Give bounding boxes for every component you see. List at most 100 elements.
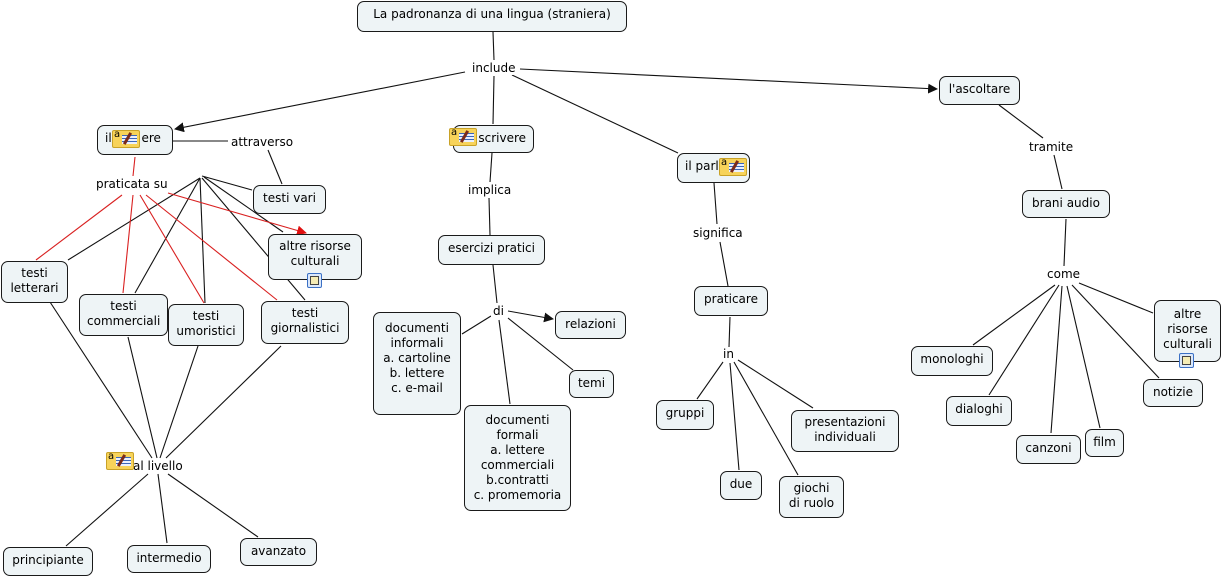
link-giornalistici-livello [165,345,282,459]
concept-documenti-formali[interactable]: documenti formali a. lettere commerciali… [464,405,571,511]
attached-resource-icon[interactable] [307,273,322,288]
concept-testi-umoristici[interactable]: testi umoristici [168,304,244,346]
link-praticare-in [728,316,731,348]
link-come-altre [1078,282,1154,314]
attached-resource-icon[interactable] [1179,353,1194,368]
concept-text-line: b. lettere [389,366,445,380]
concept-text: monologhi [920,352,984,366]
link-parlare-significa [713,182,718,225]
concept-text: canzoni [1025,441,1072,455]
concept-text: brani audio [1032,196,1100,210]
concept-canzoni[interactable]: canzoni [1016,435,1081,464]
link-livello-avanzato [167,473,259,538]
concept-text: La padronanza di una lingua (straniera) [373,7,611,21]
red-link-praticata-altre [167,192,307,236]
concept-testi-commerciali[interactable]: testi commerciali [79,294,168,336]
link-brani-come [1063,218,1067,267]
concept-l-ascoltare[interactable]: l'ascoltare [939,76,1020,105]
concept-text-line: individuali [814,430,876,444]
link-come-dialoghi [988,284,1060,396]
link-in-presentazioni [737,359,814,409]
link-root-include [492,31,495,61]
link-include-parlare [511,74,679,154]
link-di-relazioni [507,310,554,323]
link-label-come: come [1045,267,1083,281]
link-hub-testivari [201,175,253,191]
concept-text: avanzato [250,544,307,558]
annotation-note-icon[interactable]: a [112,129,140,148]
concept-giochi-di-ruolo[interactable]: giochi di ruolo [779,476,844,518]
link-include-ascoltare [519,68,938,94]
concept-text-line: di ruolo [788,496,835,510]
concept-text: principiante [12,553,84,567]
concept-text-line: b.contratti [486,473,549,487]
link-in-giochi [733,361,799,476]
concept-intermedio[interactable]: intermedio [127,545,211,573]
concept-text: praticare [704,292,758,306]
link-come-film [1066,285,1101,429]
concept-text-line: testi [291,306,319,320]
link-umoristici-livello [159,345,199,459]
concept-text-line: commerciali [480,458,555,472]
concept-text-line: formali [496,428,539,442]
link-significa-praticare [719,241,729,287]
concept-documenti-informali[interactable]: documenti informali a. cartoline b. lett… [373,312,461,415]
concept-text: esercizi pratici [448,241,535,255]
concept-text-line: umoristici [176,324,236,338]
concept-esercizi-pratici[interactable]: esercizi pratici [438,235,545,265]
concept-film[interactable]: film [1085,429,1124,457]
concept-text: temi [577,376,606,390]
link-di-temi [507,317,574,371]
link-in-gruppi [696,361,724,400]
concept-monologhi[interactable]: monologhi [911,346,993,376]
concept-presentazioni-individuali[interactable]: presentazioni individuali [791,410,899,452]
concept-testi-giornalistici[interactable]: testi giornalistici [261,301,349,344]
concept-due[interactable]: due [720,471,762,500]
red-link-leggere-praticata [132,156,136,177]
concept-relazioni[interactable]: relazioni [555,311,626,339]
concept-brani-audio[interactable]: brani audio [1022,190,1110,218]
concept-text-line: testi [110,299,137,313]
concept-text: gruppi [665,406,705,420]
concept-gruppi[interactable]: gruppi [656,400,714,430]
link-label-implica: implica [466,183,514,197]
concept-text: dialoghi [955,402,1003,416]
concept-root[interactable]: La padronanza di una lingua (straniera) [357,1,627,32]
annotation-note-icon[interactable]: a [106,451,134,470]
concept-text: relazioni [565,317,616,331]
link-label-al-livello: al livello [131,459,185,473]
link-scrivere-implica [489,152,493,183]
concept-text-suffix: ere [141,131,161,145]
concept-text-line: commerciali [87,314,161,328]
concept-text-line: a. lettere [490,443,545,457]
concept-text-suffix: scrivere [478,131,526,145]
concept-testi-letterari[interactable]: testi letterari [1,261,68,303]
link-label-praticata-su: praticata su [94,177,170,191]
concept-text-line: altre [1173,307,1202,321]
annotation-note-icon[interactable]: a [719,157,747,176]
link-tramite-brani [1053,154,1063,190]
link-label-tramite: tramite [1027,140,1076,154]
concept-text: due [729,477,753,491]
concept-dialoghi[interactable]: dialoghi [946,396,1012,426]
annotation-note-icon[interactable]: a [449,127,477,146]
link-include-scrivere [492,75,495,125]
concept-notizie[interactable]: notizie [1143,379,1203,407]
link-hub-commerciali [134,177,201,294]
link-come-canzoni [1050,285,1063,434]
concept-testi-vari[interactable]: testi vari [253,185,326,214]
concept-text-prefix: il [105,131,112,145]
concept-principiante[interactable]: principiante [3,547,93,576]
link-label-di: di [491,304,506,318]
concept-text-prefix: il parl [685,159,719,173]
concept-praticare[interactable]: praticare [694,286,768,316]
concept-avanzato[interactable]: avanzato [240,538,317,566]
link-label-include: include [470,61,518,75]
link-include-leggere [174,71,466,133]
link-come-monologhi [972,284,1056,346]
concept-altre-risorse-culturali-audio[interactable]: altre risorse culturali [1154,300,1221,362]
concept-temi[interactable]: temi [569,370,614,398]
concept-text-line: testi [21,266,48,280]
concept-text: intermedio [136,551,202,565]
red-link-praticata-letterari [35,194,123,261]
